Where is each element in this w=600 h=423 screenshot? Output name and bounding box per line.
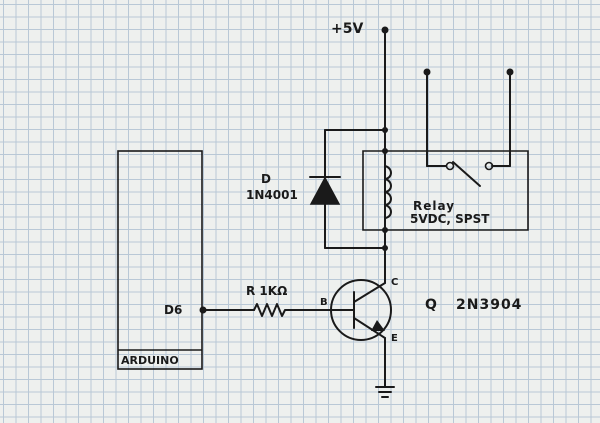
supply-terminal	[381, 26, 389, 34]
emitter-label: E	[391, 333, 398, 344]
relay-name-label: Relay	[413, 199, 455, 213]
transistor-part-label: 2N3904	[456, 297, 522, 313]
relay-contact-terminal-right	[506, 68, 514, 76]
junction-dot	[382, 245, 388, 251]
npn-transistor	[330, 279, 392, 341]
relay-contact-terminal-left	[423, 68, 431, 76]
resistor	[253, 303, 289, 317]
junction-dot	[382, 227, 388, 233]
collector-label: C	[391, 277, 398, 288]
pin-label: D6	[164, 303, 182, 317]
junction-dot	[382, 127, 388, 133]
diode-part-label: 1N4001	[246, 188, 298, 202]
relay-spec-label: 5VDC, SPST	[410, 212, 490, 226]
relay-box	[362, 150, 529, 231]
supply-label: +5V	[331, 21, 363, 37]
base-label: B	[320, 297, 328, 308]
junction-dot	[382, 148, 388, 154]
diode-ref-label: D	[261, 172, 271, 186]
resistor-label: R 1KΩ	[246, 284, 287, 298]
flyback-diode	[309, 176, 341, 205]
ground-symbol	[375, 386, 395, 398]
arduino-board	[117, 150, 203, 370]
pin-junction	[199, 306, 207, 314]
transistor-ref-label: Q	[425, 297, 437, 313]
relay-coil	[384, 165, 392, 219]
arduino-label: ARDUINO	[121, 354, 179, 367]
relay-switch	[426, 71, 511, 187]
